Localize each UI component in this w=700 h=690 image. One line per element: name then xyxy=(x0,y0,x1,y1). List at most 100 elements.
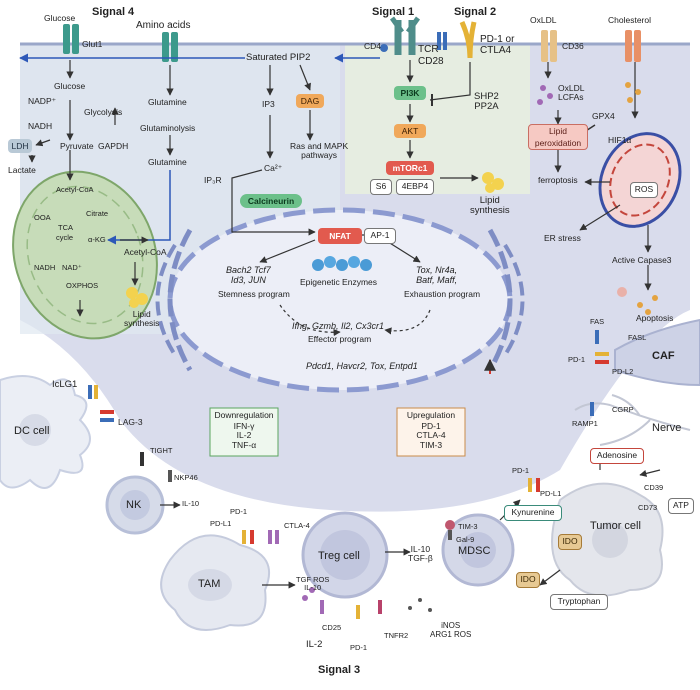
hif1a-label: HIF1α xyxy=(608,135,632,145)
er-right-2 xyxy=(503,243,525,357)
fas-receptor-icon xyxy=(595,330,599,344)
ramp1-label: RAMP1 xyxy=(572,419,598,428)
exhaustion-program-label: Exhaustion program xyxy=(404,289,481,299)
tumor-cell-shape xyxy=(551,482,664,597)
iclg1-label: IcLG1 xyxy=(52,379,78,390)
epigenetic-enzymes-icon xyxy=(312,256,372,271)
er-stress-label: ER stress xyxy=(544,233,581,243)
mitochondrion-left xyxy=(12,170,158,340)
er-left xyxy=(167,228,193,372)
epigenetic-enzymes-label: Epigenetic Enzymes xyxy=(300,277,378,287)
citrate-label: Citrate xyxy=(86,209,109,218)
exhaustion-genes-label: Tox, Nr4a, Batf, Maff, xyxy=(416,265,458,285)
dc-cell-label: DC cell xyxy=(14,425,50,437)
tim3-receptor-icon xyxy=(445,520,455,540)
mitochondrion-right xyxy=(598,132,682,228)
tam-cell-shape xyxy=(160,534,270,631)
pdl2-label: PD-L2 xyxy=(612,367,634,376)
tcr-label: TCR xyxy=(418,44,439,55)
dc-cell-shape xyxy=(0,375,91,489)
exhaustion-markers-label: Pdcd1, Havcr2, Tox, Entpd1 xyxy=(306,361,418,371)
pdl1-tam-label: PD-L1 xyxy=(210,519,232,528)
ros-badge: ROS xyxy=(630,182,658,198)
ramp1-receptor-icon xyxy=(590,402,594,416)
glutamine-2-label: Glutamine xyxy=(148,157,187,167)
tam-cell-label: TAM xyxy=(198,578,221,590)
s6-badge: S6 xyxy=(370,179,392,195)
tnfr2-receptor-icon xyxy=(378,600,382,614)
er-right xyxy=(487,228,513,372)
lipid-peroxidation-badge: Lipid peroxidation xyxy=(528,124,588,150)
signal-3-label: Signal 3 xyxy=(318,664,361,676)
upregulation-box xyxy=(396,407,466,457)
signal-4-label: Signal 4 xyxy=(92,6,135,18)
cholesterol-label: Cholesterol xyxy=(608,15,651,25)
il10-tgf-label: IL-10 TGF-β xyxy=(408,544,433,564)
oxldl-label: OxLDL xyxy=(530,15,557,25)
pd1-ctla4-receptor-icon xyxy=(459,20,477,59)
cd28-icon xyxy=(437,32,447,50)
cgrp-label: CGRP xyxy=(612,405,634,414)
glucose-inner-label: Glucose xyxy=(54,81,86,91)
stemness-genes-label: Bach2 Tcf7 Id3, JUN xyxy=(226,265,271,285)
ip3r-label: IP₃R xyxy=(204,175,222,185)
ip3-label: IP3 xyxy=(262,99,275,109)
cycle-label: cycle xyxy=(56,233,74,242)
akg-label: α-KG xyxy=(88,235,106,244)
ctla4-receptor-icon xyxy=(268,530,279,544)
gpx4-label: GPX4 xyxy=(592,111,615,121)
downregulation-box xyxy=(209,407,279,457)
effector-program-label: Effector program xyxy=(308,334,372,344)
gal9-label: Gal-9 xyxy=(456,535,475,544)
pd1-treg-receptor-icon xyxy=(356,605,360,619)
cd73-label: CD73 xyxy=(638,503,658,512)
ap1-badge: AP-1 xyxy=(364,228,396,244)
pd1-ctla4-label: PD-1 or CTLA4 xyxy=(480,34,515,56)
cd36-label: CD36 xyxy=(562,41,584,51)
tumor-cell-label: Tumor cell xyxy=(590,520,641,532)
effector-genes-label: Ifng, Gzmb, Il2, Cx3cr1 xyxy=(292,321,385,331)
tcr-receptor-icon xyxy=(389,16,421,55)
atp-badge: ATP xyxy=(668,498,694,514)
nerve-label: Nerve xyxy=(652,422,682,434)
cd25-label: CD25 xyxy=(322,623,342,632)
fasl-label: FASL xyxy=(628,333,647,342)
upregulation-title: Upregulation xyxy=(406,410,456,420)
treg-cell-label: Treg cell xyxy=(318,550,360,562)
tgf-ros-label: TGF ROS IL-10 xyxy=(296,575,330,593)
caspase3-label: Active Capase3 xyxy=(612,255,672,265)
ooa-label: OOA xyxy=(34,213,51,222)
upregulation-items: PD-1 CTLA-4 TIM-3 xyxy=(416,421,446,450)
pip2-label: Saturated PIP2 xyxy=(246,52,311,63)
cd25-receptor-icon xyxy=(320,600,324,614)
pi3k-badge: PI3K xyxy=(394,86,426,100)
adenosine-badge: Adenosine xyxy=(590,448,644,464)
pdl1-tumor-label: PD-L1 xyxy=(540,489,562,498)
downregulation-items: IFN-γ IL-2 TNF-α xyxy=(231,421,257,450)
signal-2-label: Signal 2 xyxy=(454,6,497,18)
glutamine-1-label: Glutamine xyxy=(148,97,187,107)
ido-1-badge: IDO xyxy=(516,572,540,588)
pd1-caf-label: PD-1 xyxy=(568,355,586,364)
dag-badge: DAG xyxy=(296,94,324,108)
mtorc1-badge: mTORc1 xyxy=(386,161,434,175)
nkp46-label: NKP46 xyxy=(174,473,198,482)
treg-cell-shape xyxy=(301,511,389,599)
mdsc-cell-shape xyxy=(441,513,515,587)
cd36-receptor-icon xyxy=(541,30,557,62)
lag3-label: LAG-3 xyxy=(118,417,143,427)
4ebp4-badge: 4EBP4 xyxy=(396,179,434,195)
ctla4-label: CTLA-4 xyxy=(284,521,310,530)
pd1-pdl1-tumor-icon xyxy=(528,478,540,492)
glycolysis-label: Glycolysis xyxy=(84,107,123,117)
signal-region-bg xyxy=(345,44,530,194)
cholesterol-transporter-icon xyxy=(625,30,641,62)
nadh-mito-label: NADH xyxy=(34,263,56,272)
iclg1-receptor-icon xyxy=(88,385,98,399)
lipid-synthesis-right-label: Lipid synthesis xyxy=(470,195,510,217)
nkp46-receptor-icon xyxy=(168,470,172,482)
ido-2-badge: IDO xyxy=(558,534,582,550)
shp2-pp2a-label: SHP2 PP2A xyxy=(474,91,499,113)
